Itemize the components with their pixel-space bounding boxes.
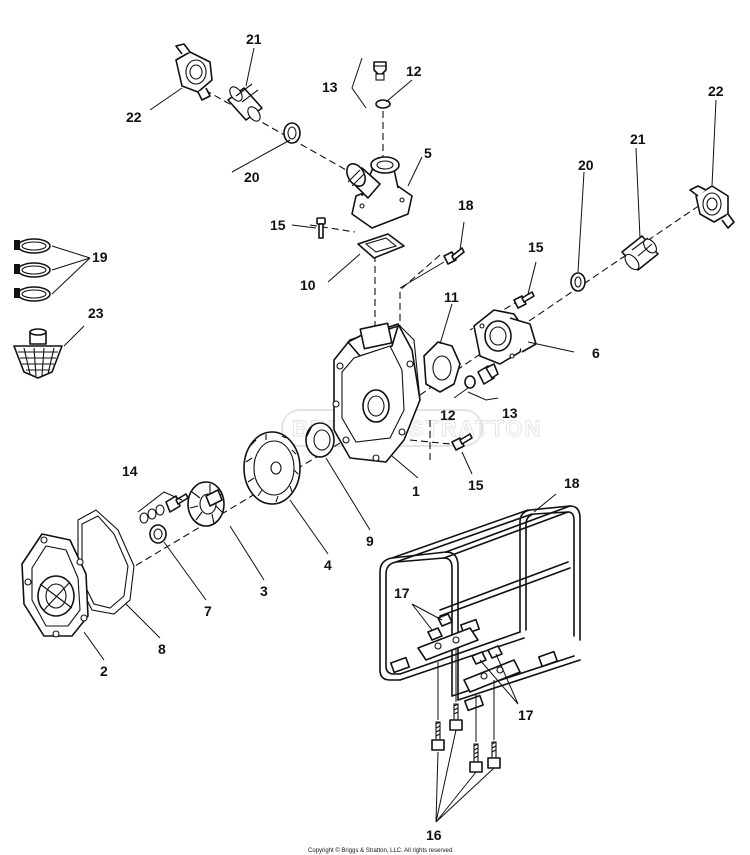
- part-9-mechanical-seal: [305, 422, 335, 458]
- part-14-impeller-hardware: [139, 493, 189, 524]
- part-10-elbow-gasket: [357, 233, 405, 259]
- callout-15-mid: 15: [528, 239, 544, 255]
- callout-5: 5: [424, 145, 432, 161]
- part-7-shaft-sleeve: [149, 524, 167, 544]
- callout-18-frame: 18: [564, 475, 580, 491]
- callout-13-top: 13: [322, 79, 338, 95]
- part-13-drain-plug-top: [373, 61, 387, 81]
- callout-2: 2: [100, 663, 108, 679]
- part-4-diffuser: [243, 431, 301, 505]
- callout-15-lower: 15: [468, 477, 484, 493]
- callout-16: 16: [426, 827, 442, 843]
- callout-17-left: 17: [394, 585, 410, 601]
- callout-12-side: 12: [440, 407, 456, 423]
- callout-numbers: 1 2 3 4 5 6 7 8 9 10 11 12 12 13 13 14 1…: [88, 31, 724, 843]
- callout-21-left: 21: [246, 31, 262, 47]
- callout-leaders: [63, 47, 717, 823]
- callout-13-side: 13: [502, 405, 518, 421]
- part-1-pump-housing: [332, 322, 421, 463]
- part-8-cover-gasket: [77, 509, 135, 615]
- part-11-discharge-gasket: [423, 341, 461, 393]
- callout-14: 14: [122, 463, 138, 479]
- callout-22-right: 22: [708, 83, 724, 99]
- bracket-13-side: [467, 391, 499, 401]
- part-18-frame: [379, 505, 581, 712]
- callout-6: 6: [592, 345, 600, 361]
- callout-19: 19: [92, 249, 108, 265]
- part-12-o-ring-top: [375, 99, 391, 109]
- part-19-hose-clamps: [14, 238, 51, 302]
- callout-3: 3: [260, 583, 268, 599]
- part-5-discharge-elbow: [346, 156, 413, 229]
- callout-4: 4: [324, 557, 332, 573]
- callout-15-top: 15: [270, 217, 286, 233]
- callout-22-left: 22: [126, 109, 142, 125]
- part-23-strainer: [13, 328, 63, 379]
- part-2-pump-cover: [21, 533, 89, 638]
- callout-1: 1: [412, 483, 420, 499]
- bracket-14: [137, 491, 183, 513]
- part-21-hose-fitting-left: [227, 83, 263, 122]
- part-20-gasket-right-hole: [574, 276, 582, 288]
- part-15-bolt-mid: [513, 291, 535, 309]
- copyright-notice: Copyright © Briggs & Stratton, LLC. All …: [308, 847, 454, 854]
- dash-links-16: [437, 648, 495, 742]
- part-20-gasket-left-hole: [287, 126, 297, 140]
- callout-11: 11: [444, 289, 459, 305]
- callout-23: 23: [88, 305, 104, 321]
- part-15-bolt-lower: [451, 433, 473, 451]
- part-13-drain-plug-side: [477, 363, 499, 385]
- part-6-suction-flange: [473, 309, 537, 365]
- leader-19: [51, 245, 91, 295]
- bracket-13-top: [351, 57, 367, 109]
- part-17-nuts: [427, 613, 503, 665]
- callout-20-right: 20: [578, 157, 594, 173]
- callout-21-right: 21: [630, 131, 646, 147]
- callout-8: 8: [158, 641, 166, 657]
- callout-10: 10: [300, 277, 316, 293]
- part-12-o-ring-side: [464, 375, 476, 389]
- part-21-hose-fitting-right: [621, 235, 659, 271]
- part-18-bolt: [443, 247, 465, 265]
- callout-12-top: 12: [406, 63, 422, 79]
- callout-7: 7: [204, 603, 212, 619]
- dash-link-18: [399, 261, 445, 289]
- callout-18-bolt: 18: [458, 197, 474, 213]
- part-3-impeller: [187, 481, 225, 527]
- callout-9: 9: [366, 533, 374, 549]
- part-15-bolt-top: [316, 217, 326, 239]
- callout-17-right: 17: [518, 707, 534, 723]
- callout-20-left: 20: [244, 169, 260, 185]
- part-16-bolts: [431, 703, 501, 773]
- part-22-coupling-nut-left: [175, 43, 213, 101]
